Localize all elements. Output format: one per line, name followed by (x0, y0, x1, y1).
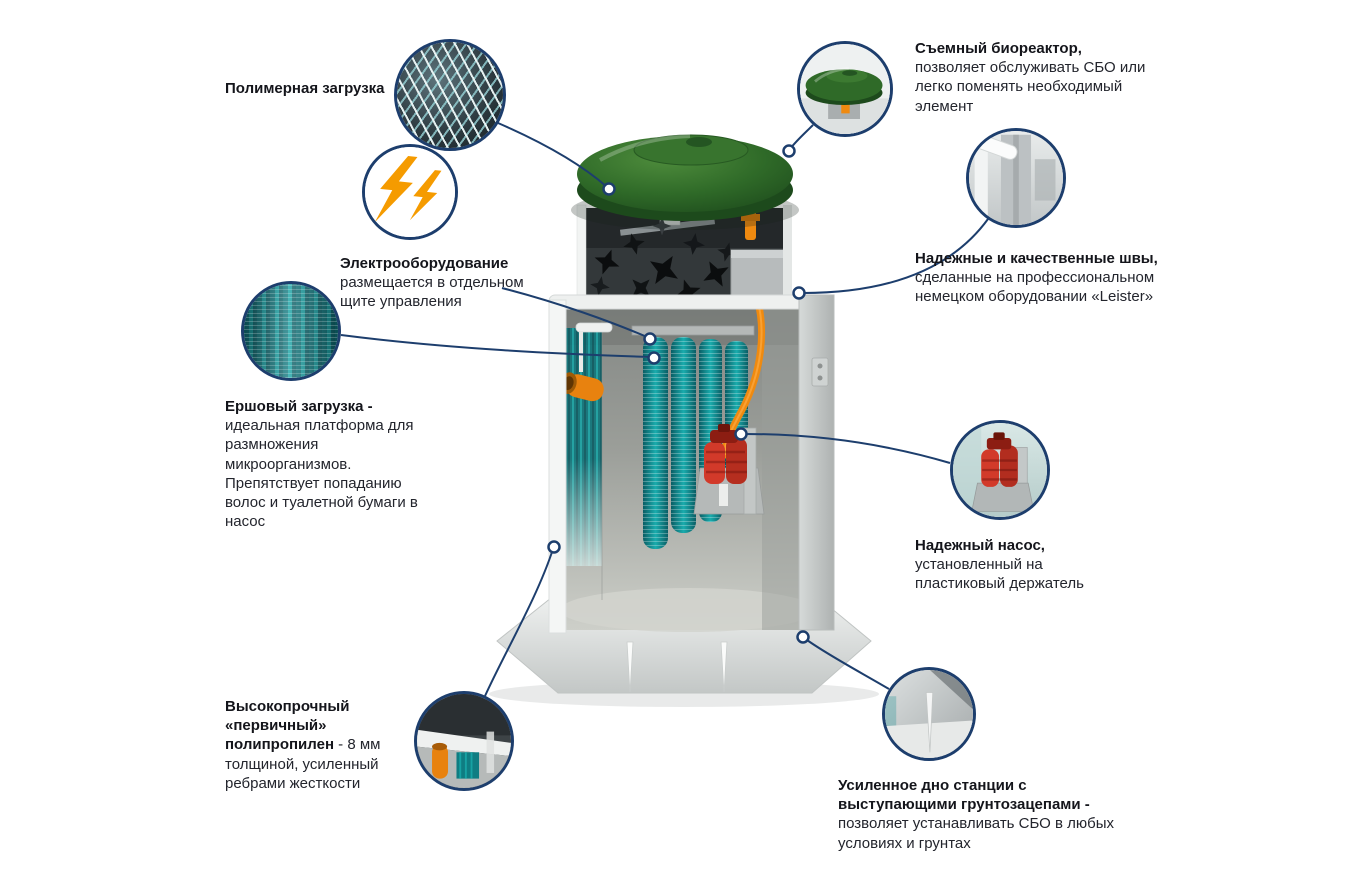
base-rib-photo (885, 670, 973, 758)
polymer-callout-text: Полимерная загрузка (225, 79, 425, 98)
brush-callout-body: идеальная платформа для размножения микр… (225, 417, 418, 531)
electro-callout-text: Электрооборудование размещается в отдель… (340, 254, 530, 312)
polymer-callout-title: Полимерная загрузка (225, 80, 385, 97)
tank (489, 134, 879, 707)
pump-photo-bubble (950, 420, 1050, 520)
pump-callout-body: установленный на пластиковый держатель (915, 556, 1084, 593)
polypropylene-callout-text: Высокопрочный «первичный» полипропилен -… (225, 697, 405, 793)
polymer-media-photo-bubble (394, 39, 506, 151)
bottom-callout-text: Усиленное дно станции с выступающими гру… (838, 776, 1130, 853)
polypropylene-wall-photo-bubble (414, 691, 514, 791)
electro-callout-body: размещается в отдельном щите управления (340, 274, 524, 311)
bioreactor-callout-text: Съемный биореактор, позволяет обслуживат… (915, 39, 1150, 116)
seams-callout-text: Надежные и качественные швы, сделанные н… (915, 249, 1160, 307)
green-lid-photo (800, 44, 890, 134)
connector-lines (340, 122, 989, 697)
brush-callout-title: Ершовый загрузка - (225, 398, 373, 415)
bottom-callout-title: Усиленное дно станции с выступающими гру… (838, 777, 1090, 814)
weld-seam-photo (969, 131, 1063, 225)
polypropylene-callout-body: - 8 мм толщиной, усиленный ребрами жестк… (225, 736, 381, 792)
pump-callout-title: Надежный насос, (915, 537, 1045, 554)
electro-callout-title: Электрооборудование (340, 255, 509, 272)
red-pump-photo (953, 423, 1047, 517)
bioreactor-callout-title: Съемный биореактор, (915, 40, 1082, 57)
brush-callout-text: Ершовый загрузка - идеальная платформа д… (225, 397, 437, 531)
seams-callout-body: сделанные на профессиональном немецком о… (915, 269, 1155, 306)
bottom-callout-body: позволяет устанавливать СБО в любых усло… (838, 815, 1115, 852)
brush-media-photo (244, 284, 338, 378)
bioreactor-callout-body: позволяет обслуживать СБО или легко поме… (915, 59, 1146, 115)
base-rib-photo-bubble (882, 667, 976, 761)
weld-seam-photo-bubble (966, 128, 1066, 228)
bioreactor-photo-bubble (797, 41, 893, 137)
wall-cutaway-photo (417, 694, 511, 788)
mesh-net-photo (397, 42, 503, 148)
polypropylene-callout-title: Высокопрочный «первичный» полипропилен (225, 698, 350, 754)
seams-callout-title: Надежные и качественные швы, (915, 250, 1158, 267)
brush-media-photo-bubble (241, 281, 341, 381)
pump-callout-text: Надежный насос, установленный на пластик… (915, 536, 1135, 594)
lightning-bolt-icon (365, 147, 455, 237)
electro-bubble (362, 144, 458, 240)
connector-dots (547, 144, 810, 644)
